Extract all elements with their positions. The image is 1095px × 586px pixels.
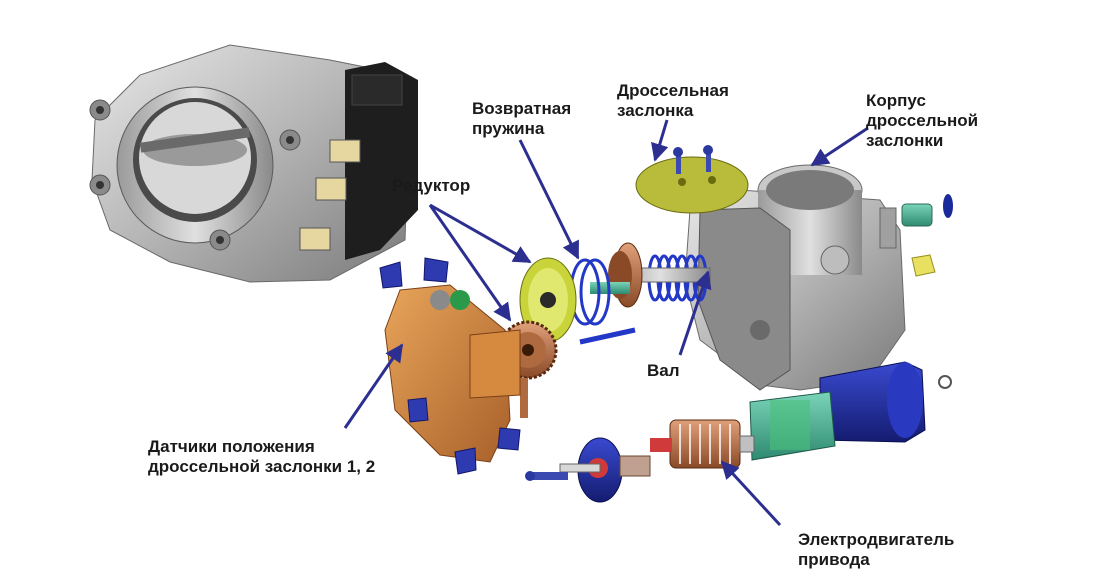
motor-armature — [650, 419, 755, 469]
label-return-spring: Возвратная пружина — [472, 99, 572, 138]
pointer-arrows — [343, 119, 869, 527]
gear-yellow — [519, 257, 577, 343]
arrow-position-sensors — [343, 343, 404, 429]
label-position-sensors: Датчики положения дроссельной заслонки 1… — [148, 437, 376, 476]
motor-end-cap — [525, 437, 651, 503]
throttle-body-housing — [684, 164, 906, 391]
arrow-gearbox-2 — [428, 204, 512, 322]
arrow-gearbox-1 — [429, 203, 532, 264]
label-gearbox: Редуктор — [392, 176, 471, 195]
shaft-assembly — [590, 242, 711, 308]
arrow-shaft — [678, 270, 712, 356]
arrow-return-spring — [518, 139, 580, 260]
label-throttle-valve: Дроссельная заслонка — [617, 81, 729, 120]
drive-motor-can — [749, 361, 926, 461]
label-shaft: Вал — [647, 361, 680, 380]
small-bushing — [901, 194, 953, 389]
sensor-clips — [379, 257, 521, 475]
arrow-drive-motor — [720, 460, 782, 527]
throttle-valve-plate — [635, 145, 749, 214]
arrow-throttle-valve — [651, 119, 669, 162]
assembled-throttle-body — [89, 44, 418, 283]
label-throttle-body: Корпус дроссельной заслонки — [866, 91, 979, 150]
arrow-throttle-body — [810, 126, 869, 167]
label-drive-motor: Электродвигатель привода — [798, 530, 955, 569]
